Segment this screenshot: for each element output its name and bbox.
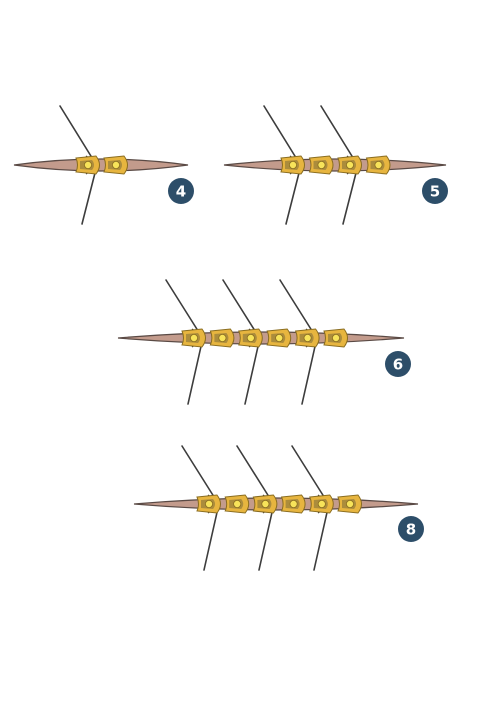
rower (337, 494, 362, 514)
rower-head (246, 333, 255, 342)
boat-5: 5 (223, 105, 448, 225)
badge-label: 6 (393, 356, 403, 374)
rower-head (218, 333, 227, 342)
rower-head (331, 333, 340, 342)
count-badge: 8 (398, 516, 424, 542)
oar-lower (187, 341, 203, 405)
rower (181, 328, 206, 348)
rower-head (317, 499, 326, 508)
rower (309, 494, 334, 514)
oar-lower (258, 507, 274, 571)
rower (308, 155, 334, 175)
boat-8: 8 (133, 445, 424, 571)
oar-upper (222, 279, 258, 335)
rower-head (275, 333, 284, 342)
rower (224, 494, 250, 514)
rower-head (84, 160, 93, 169)
boat-6: 6 (117, 279, 411, 405)
rower (103, 155, 128, 175)
oar-lower (301, 341, 317, 405)
rower-head (345, 499, 354, 508)
oar-upper (320, 105, 356, 162)
oar-lower (342, 168, 358, 225)
count-badge: 6 (385, 351, 411, 377)
boats-layer: 4 5 6 8 (13, 105, 448, 571)
count-badge: 4 (168, 178, 194, 204)
hull (223, 158, 447, 172)
oar-upper (236, 445, 272, 501)
rower-head (345, 160, 354, 169)
oar-lower (313, 507, 329, 571)
rower (238, 328, 263, 348)
rower-head (289, 499, 298, 508)
rower (280, 494, 306, 514)
rower-head (233, 499, 242, 508)
oar-upper (165, 279, 201, 335)
oar-upper (291, 445, 327, 501)
badge-circle (385, 351, 411, 377)
rower (280, 155, 305, 175)
badge-label: 8 (406, 521, 416, 539)
count-badge: 5 (422, 178, 448, 204)
oar-lower (244, 341, 260, 405)
boat-4: 4 (13, 105, 194, 225)
oar-upper (181, 445, 217, 501)
rower-head (288, 160, 297, 169)
rower (266, 328, 292, 348)
badge-label: 5 (430, 183, 440, 201)
badge-circle (398, 516, 424, 542)
rower (196, 494, 221, 514)
rower (294, 328, 320, 348)
rower-head (303, 333, 312, 342)
badge-label: 4 (176, 183, 186, 201)
hull (13, 158, 189, 172)
rower-head (317, 160, 326, 169)
rower-head (261, 499, 270, 508)
rower (75, 155, 100, 175)
rower (209, 328, 235, 348)
oar-lower (81, 168, 97, 225)
rower (337, 155, 362, 175)
rower (252, 494, 278, 514)
badge-circle (168, 178, 194, 204)
oar-upper (263, 105, 299, 162)
oar-upper (59, 105, 95, 162)
rower (365, 155, 391, 175)
rower-head (374, 160, 383, 169)
oar-upper (279, 279, 315, 335)
badge-circle (422, 178, 448, 204)
rower (323, 328, 348, 348)
oar-lower (285, 168, 301, 225)
rower-head (204, 499, 213, 508)
oar-lower (203, 507, 219, 571)
rower-head (189, 333, 198, 342)
rower-head (112, 160, 121, 169)
